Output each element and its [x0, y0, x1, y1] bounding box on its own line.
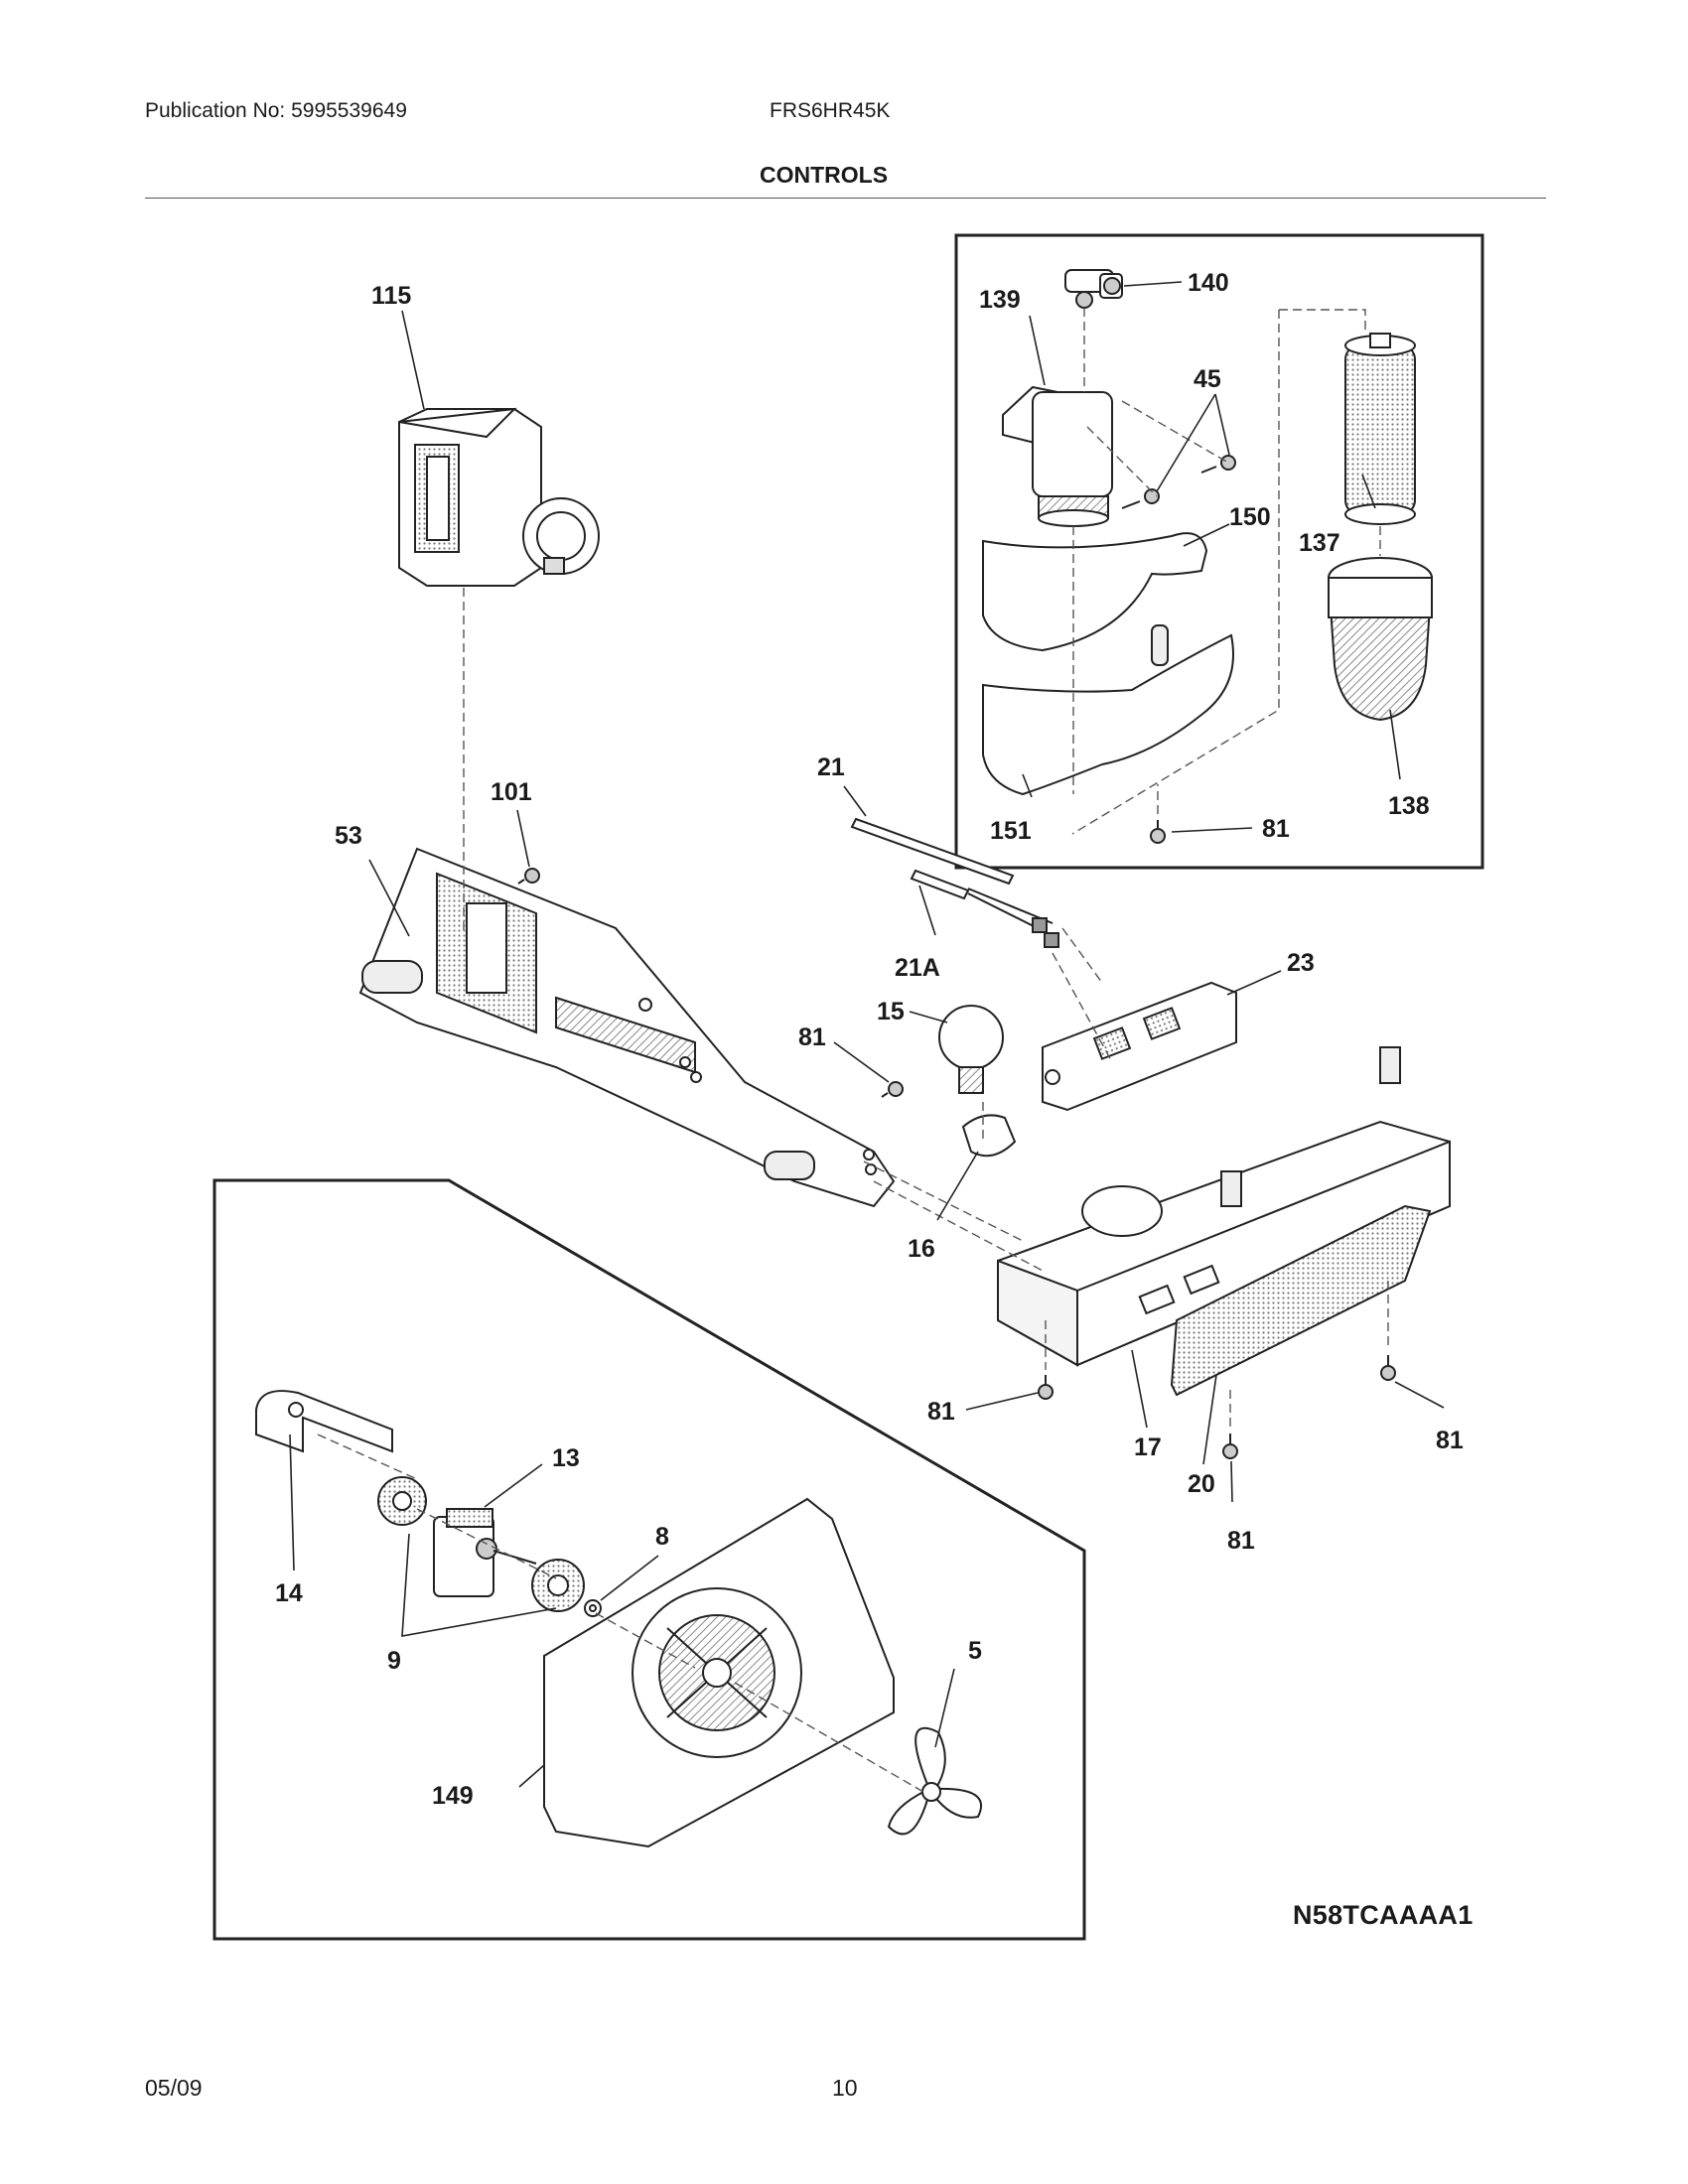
section-title: CONTROLS — [760, 162, 889, 188]
callout-8: 8 — [655, 1523, 669, 1551]
part-115-control-box — [398, 407, 600, 587]
assembly-lines — [317, 308, 1389, 1793]
callout-139: 139 — [979, 286, 1021, 314]
callout-81-bottom: 81 — [1227, 1527, 1255, 1555]
part-5-fan-blade — [887, 1726, 983, 1836]
callout-101: 101 — [491, 778, 532, 806]
part-137-filter-cartridge — [1344, 333, 1416, 525]
part-23-control-board — [1042, 981, 1237, 1112]
page-number: 10 — [832, 2075, 858, 2101]
header-rule — [145, 198, 1546, 199]
part-21-rod — [850, 817, 1015, 886]
part-53-housing — [358, 847, 896, 1208]
part-8-washer — [584, 1599, 602, 1617]
callout-20: 20 — [1188, 1470, 1215, 1498]
callout-9: 9 — [387, 1647, 401, 1675]
callout-17: 17 — [1134, 1433, 1162, 1461]
callout-53: 53 — [335, 822, 362, 850]
callout-151: 151 — [990, 817, 1032, 845]
fan-inset-frame — [212, 1178, 1086, 1941]
callout-15: 15 — [877, 998, 905, 1025]
model-number: FRS6HR45K — [770, 99, 891, 122]
part-151-filter-cover-lower — [982, 624, 1234, 796]
callout-137: 137 — [1299, 529, 1340, 557]
callout-16: 16 — [908, 1235, 935, 1263]
part-13-fan-motor — [433, 1508, 537, 1597]
callout-5: 5 — [968, 1637, 982, 1665]
callout-115: 115 — [371, 282, 411, 310]
part-140-fitting — [1064, 269, 1123, 309]
callout-45: 45 — [1194, 365, 1221, 393]
filter-inset-frame — [954, 233, 1484, 870]
part-21a-sensor-leads — [910, 869, 1059, 948]
part-15-bulb — [938, 1005, 1004, 1094]
callout-21a: 21A — [895, 954, 940, 982]
callout-labels: 115 139 140 45 150 137 138 151 81 21 101… — [275, 269, 1464, 1810]
part-45-screws — [1121, 455, 1236, 509]
part-16-socket — [961, 1114, 1017, 1158]
leader-lines — [289, 281, 1445, 1788]
callout-81-filter: 81 — [1262, 815, 1290, 843]
callout-14: 14 — [275, 1579, 303, 1607]
footer-date: 05/09 — [145, 2075, 203, 2101]
callout-81-left: 81 — [927, 1398, 955, 1426]
callout-81-right: 81 — [1436, 1427, 1464, 1454]
callout-21: 21 — [817, 753, 845, 781]
part-138-filter-bowl — [1327, 557, 1434, 722]
part-150-filter-cover-upper — [982, 532, 1208, 652]
publication-number: Publication No: 5995539649 — [145, 99, 407, 122]
callout-138: 138 — [1388, 792, 1430, 820]
diagram-code: N58TCAAAA1 — [1293, 1900, 1474, 1930]
callout-13: 13 — [552, 1444, 580, 1472]
part-14-bracket — [255, 1390, 393, 1453]
part-17-dispenser-housing — [997, 1046, 1451, 1367]
callout-23: 23 — [1287, 949, 1315, 977]
part-20-overlay-panel — [1170, 1204, 1432, 1397]
callout-81-housing: 81 — [798, 1024, 826, 1051]
callout-140: 140 — [1188, 269, 1229, 297]
part-149-fan-shroud — [543, 1497, 895, 1848]
part-139-valve-head — [1002, 385, 1113, 527]
callout-149: 149 — [432, 1782, 474, 1810]
callout-150: 150 — [1229, 503, 1271, 531]
screw-parts — [517, 820, 1396, 1459]
